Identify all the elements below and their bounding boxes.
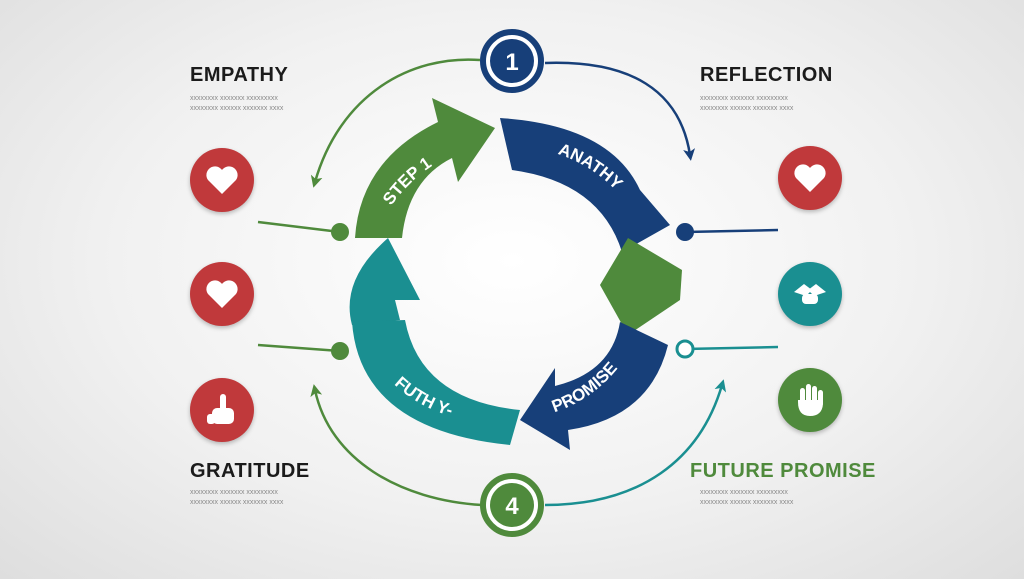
heading-gratitude: GRATITUDE <box>190 460 310 482</box>
arc-blue-bottom <box>520 322 668 450</box>
arc-green-top <box>355 98 495 238</box>
handshake-icon <box>778 262 842 326</box>
caption-reflection: xxxxxxxx xxxxxxx xxxxxxxxx xxxxxxxx xxxx… <box>700 94 850 114</box>
heart-icon <box>190 262 254 326</box>
line-left-1 <box>257 220 341 234</box>
heart-icon <box>778 146 842 210</box>
heading-reflection: REFLECTION <box>700 64 833 86</box>
dot-right-1 <box>676 223 694 241</box>
line-right-2 <box>684 345 779 351</box>
arc-teal-bottom <box>352 320 520 445</box>
caption-future-promise-line-1: xxxxxxxx xxxxxxx xxxxxxxxx <box>700 489 788 496</box>
step-circle-bottom-inner <box>490 483 534 527</box>
caption-gratitude-line-2: xxxxxxxx xxxxxx xxxxxxx xxxx <box>190 499 284 506</box>
step-number-top: 1 <box>505 49 518 76</box>
connector-top-right <box>544 61 696 161</box>
step-number-bottom: 4 <box>505 493 519 520</box>
step-circle-top-inner <box>490 39 534 83</box>
hand-pointing-icon <box>190 378 254 442</box>
raised-hand-icon <box>778 368 842 432</box>
caption-empathy-line-1: xxxxxxxx xxxxxxx xxxxxxxxx <box>190 95 278 102</box>
heading-future-promise: FUTURE PROMISE <box>690 460 876 482</box>
heading-empathy: EMPATHY <box>190 64 289 86</box>
caption-future-promise: xxxxxxxx xxxxxxx xxxxxxxxx xxxxxxxx xxxx… <box>700 488 850 508</box>
arc-blue-top <box>500 118 670 252</box>
caption-empathy: xxxxxxxx xxxxxxx xxxxxxxxx xxxxxxxx xxxx… <box>190 94 340 114</box>
arc-green-right <box>600 238 682 335</box>
caption-reflection-line-2: xxxxxxxx xxxxxx xxxxxxx xxxx <box>700 105 794 112</box>
caption-reflection-line-1: xxxxxxxx xxxxxxx xxxxxxxxx <box>700 95 788 102</box>
dot-right-2 <box>675 339 695 359</box>
dot-left-1 <box>331 223 349 241</box>
line-right-1 <box>684 228 779 234</box>
heart-icon <box>190 148 254 212</box>
caption-gratitude-line-1: xxxxxxxx xxxxxxx xxxxxxxxx <box>190 489 278 496</box>
line-left-2 <box>257 343 341 353</box>
dot-left-2 <box>331 342 349 360</box>
caption-gratitude: xxxxxxxx xxxxxxx xxxxxxxxx xxxxxxxx xxxx… <box>190 488 340 508</box>
connector-bottom-right <box>544 379 727 507</box>
arc-teal-left <box>349 238 420 325</box>
connector-bottom-left <box>310 384 483 507</box>
caption-future-promise-line-2: xxxxxxxx xxxxxx xxxxxxx xxxx <box>700 499 794 506</box>
caption-empathy-line-2: xxxxxxxx xxxxxx xxxxxxx xxxx <box>190 105 284 112</box>
connector-top-left <box>310 58 481 188</box>
